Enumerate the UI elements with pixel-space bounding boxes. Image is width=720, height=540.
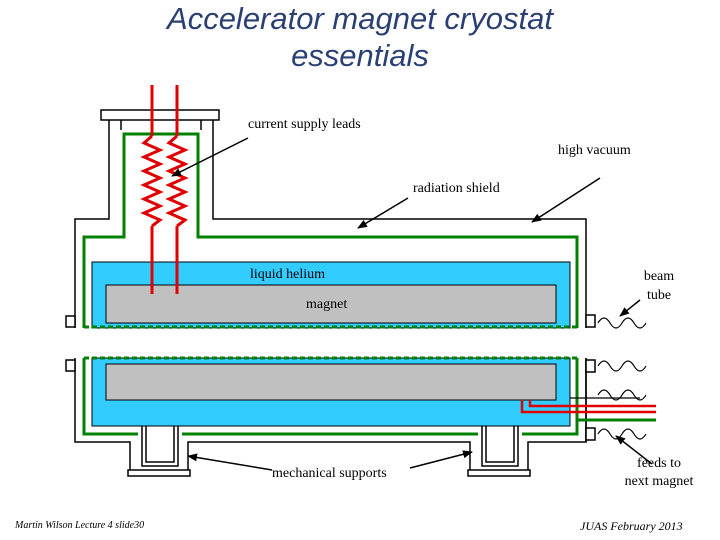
magnet-lower [105, 363, 557, 401]
support-posts [141, 426, 519, 467]
label-high-vacuum: high vacuum [558, 143, 631, 158]
current-leads [140, 85, 189, 294]
vacuum-vessel-lower [74, 358, 587, 474]
title-line-2: essentials [291, 38, 429, 73]
top-flange [100, 109, 220, 121]
label-mechanical-supports: mechanical supports [272, 466, 387, 481]
footer-author: Martin Wilson Lecture 4 slide30 [15, 520, 145, 531]
flange-right-upper [585, 314, 596, 328]
flange-right-lower-2 [585, 427, 596, 441]
magnet-upper [105, 284, 557, 324]
radiation-shield-lower [82, 358, 579, 436]
feed-pipes [520, 397, 656, 422]
radiation-shield-upper [82, 132, 579, 328]
label-beam-tube: beam tube [628, 267, 690, 305]
label-feeds-line-1: feeds to [637, 456, 681, 471]
label-liquid-helium: liquid helium [250, 267, 326, 282]
support-base-left [127, 469, 191, 477]
pointer-arrows [171, 137, 653, 471]
label-beam-tube-line-1: beam [643, 269, 675, 284]
page-title: Accelerator magnet cryostat essentials [0, 0, 720, 74]
support-base-right [467, 469, 531, 477]
flange-right-lower [585, 359, 596, 373]
label-radiation-shield: radiation shield [413, 181, 500, 196]
label-feeds-line-2: next magnet [624, 474, 694, 489]
flange-left-lower [65, 359, 76, 372]
bellows [597, 317, 647, 440]
flange-left-upper [65, 315, 76, 328]
label-beam-tube-line-2: tube [646, 288, 672, 303]
turret-inner-wall [120, 120, 202, 130]
footer-date: JUAS February 2013 [580, 519, 683, 533]
label-current-leads: current supply leads [248, 117, 361, 132]
label-magnet: magnet [306, 297, 348, 312]
title-line-1: Accelerator magnet cryostat [167, 1, 553, 36]
label-feeds: feeds to next magnet [612, 455, 706, 491]
